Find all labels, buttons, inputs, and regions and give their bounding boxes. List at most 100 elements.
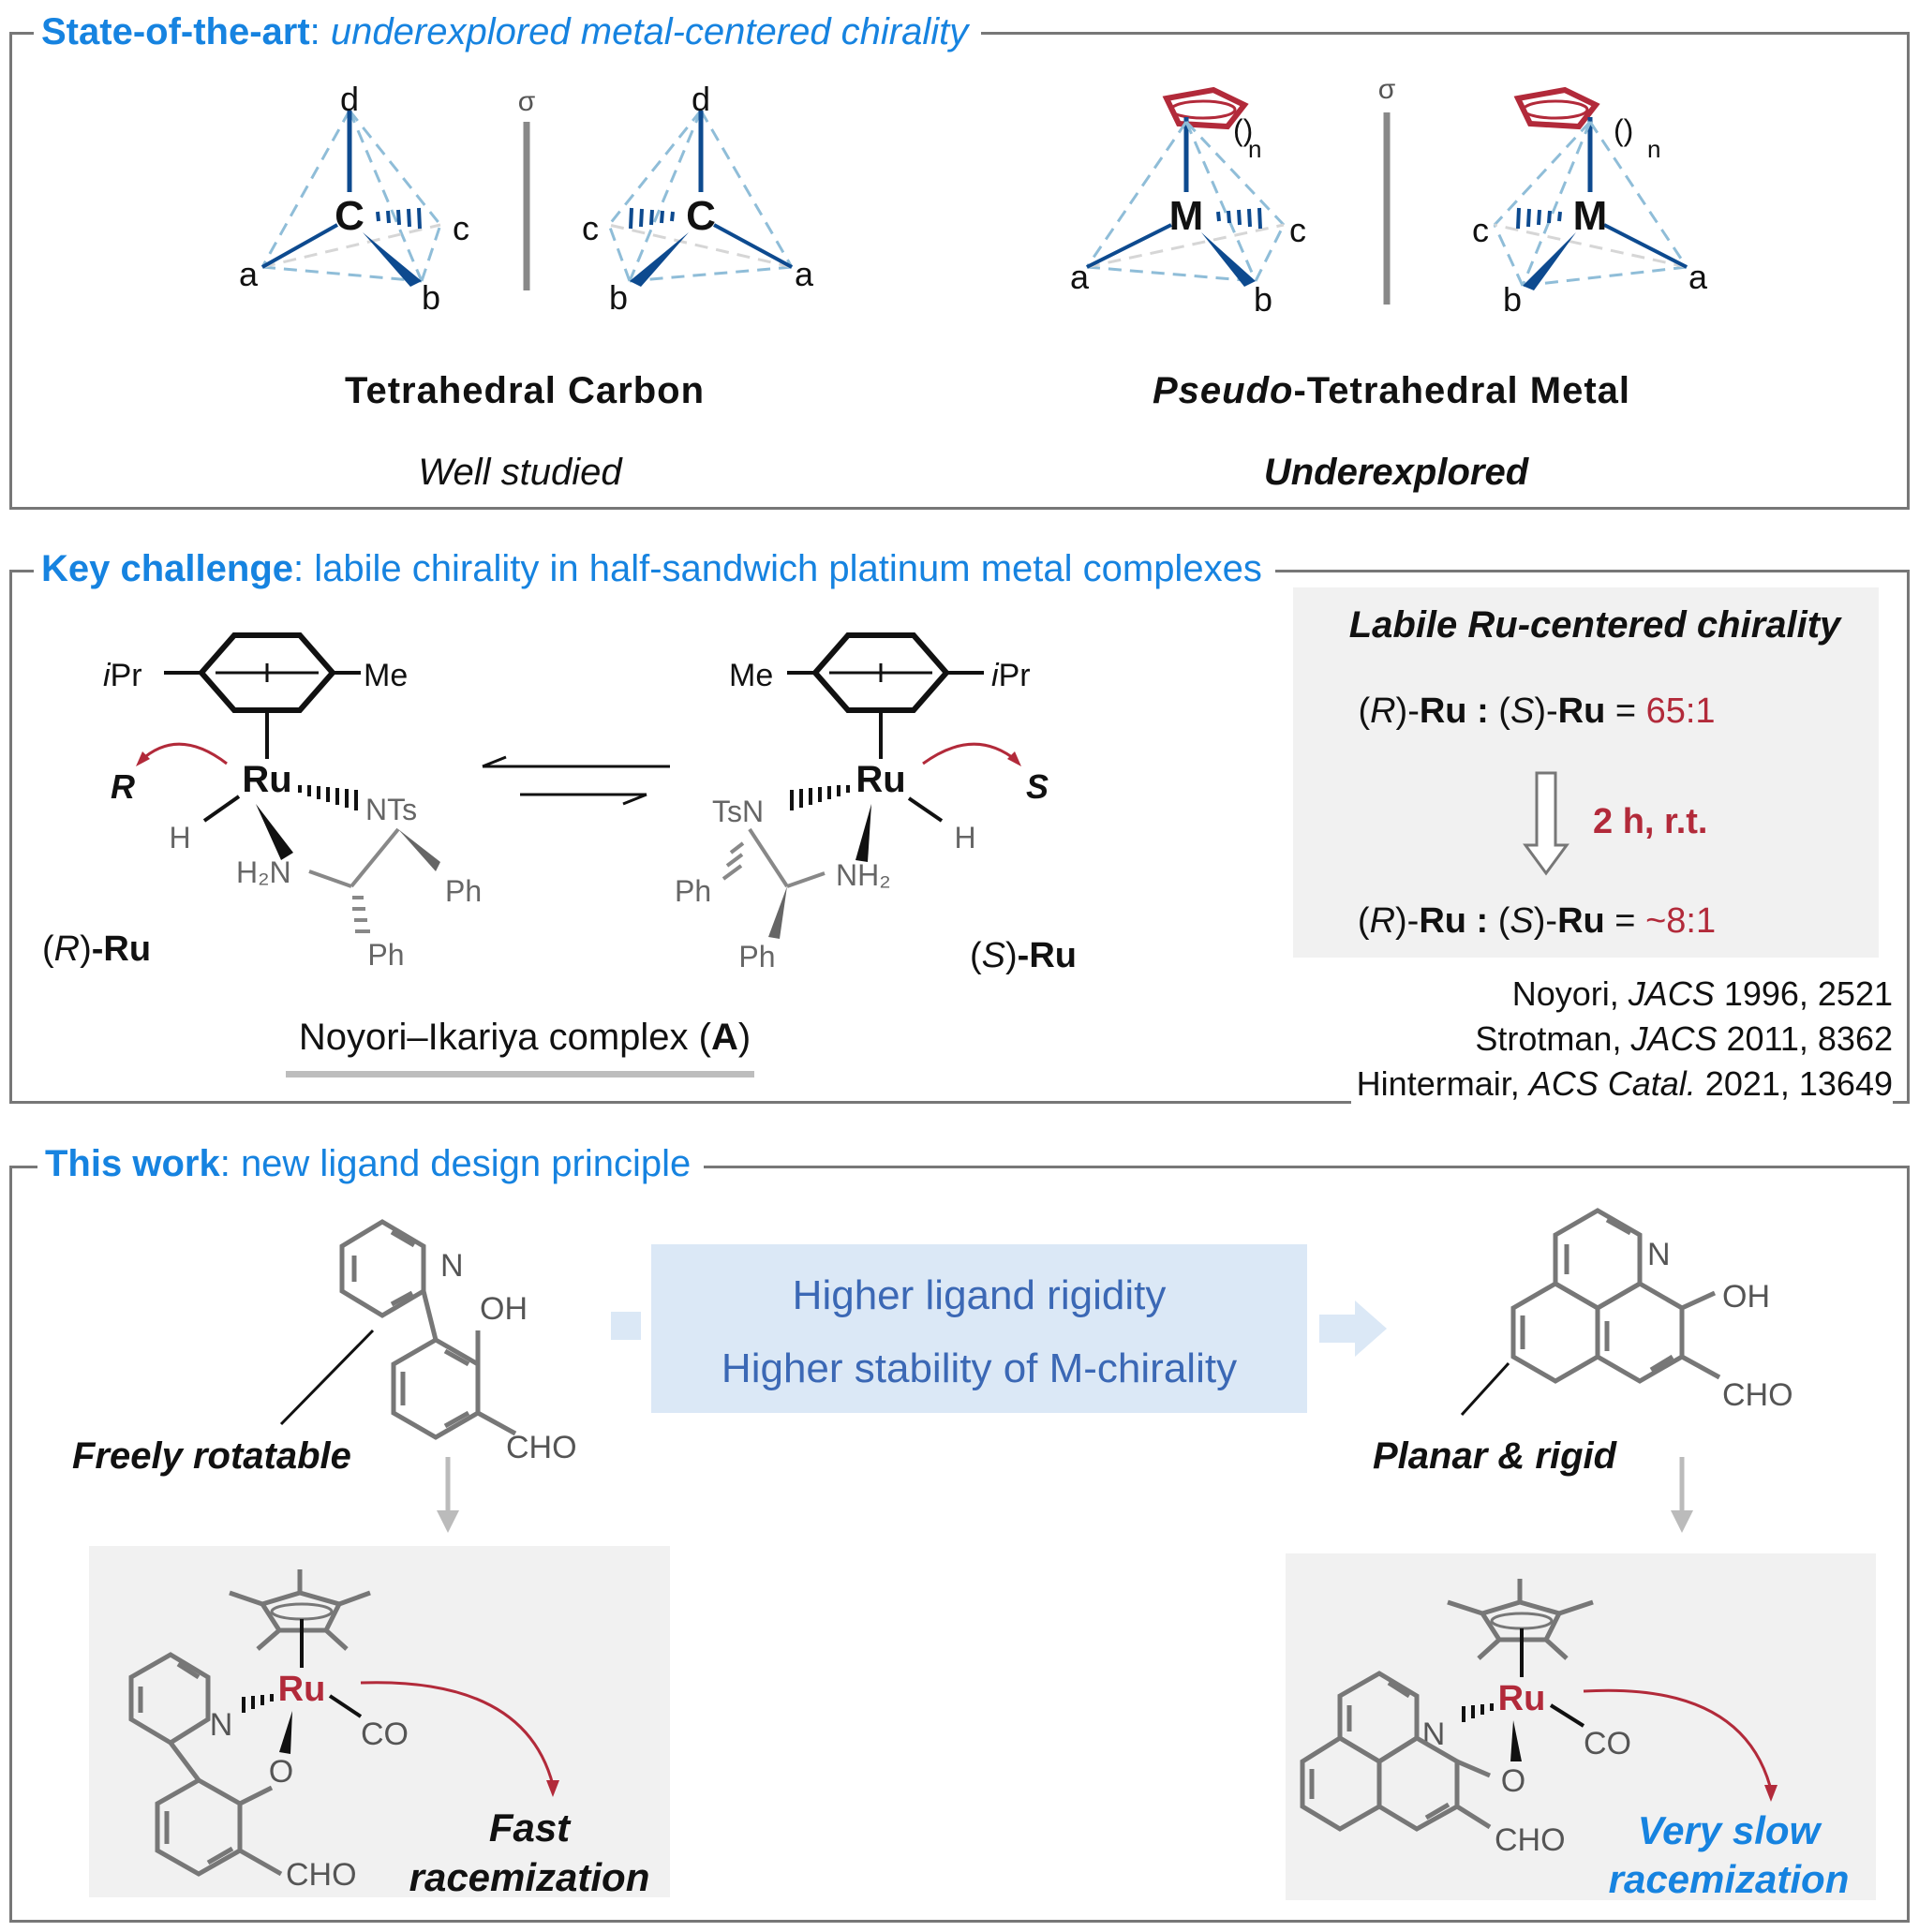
svg-text:d: d (340, 80, 359, 118)
svg-text:n: n (1248, 135, 1261, 163)
svg-text:a: a (239, 255, 259, 293)
svg-text:N: N (440, 1248, 464, 1284)
r-ru-complex: iPr Me Ru NTs H H₂N Ph Ph R (R)-Ru (42, 632, 482, 972)
panel2-title-rest: labile chirality in half-sandwich platin… (314, 548, 1262, 589)
right-note: Underexplored (1263, 452, 1529, 493)
svg-text:Ru: Ru (855, 759, 905, 800)
svg-text:Ph: Ph (738, 940, 775, 973)
carbon-center-left: C (335, 193, 364, 239)
ratio-after: (R)-Ru : (S)-Ru = ~8:1 (1357, 901, 1717, 941)
condition-label: 2 h, r.t. (1593, 802, 1708, 841)
ligand-structures: N OH CHO N OH CHO (279, 1208, 1793, 1533)
pseudo-tetrahedral-metal-left: M () n a b c (1070, 86, 1306, 319)
svg-text:Fast: Fast (489, 1806, 572, 1850)
panel1-title: State-of-the-art: underexplored metal-ce… (34, 11, 982, 53)
right-ligand-planar-rigid (1510, 1208, 1721, 1384)
panel1-title-bold: State-of-the-art (41, 11, 310, 52)
panel2-title: Key challenge: labile chirality in half-… (34, 548, 1275, 590)
panel3-title: This work: new ligand design principle (37, 1143, 705, 1185)
svg-text:σ: σ (1378, 74, 1396, 105)
design-arrow-right (1319, 1300, 1387, 1357)
svg-text:CHO: CHO (1495, 1822, 1566, 1858)
reference-3: Hintermair, ACS Catal. 2021, 13649 (1350, 1064, 1893, 1104)
right-complex-box (1286, 1553, 1876, 1900)
svg-text:H: H (954, 821, 975, 855)
svg-text:Ph: Ph (445, 874, 482, 908)
tetrahedral-carbon-right: C d c b a (582, 80, 814, 317)
panel2-title-bold: Key challenge (41, 548, 294, 589)
svg-text:NH₂: NH₂ (836, 858, 891, 892)
svg-text:Ru: Ru (1498, 1679, 1546, 1718)
left-ligand-freely-rotatable (339, 1219, 517, 1440)
svg-text:c: c (1289, 211, 1306, 249)
svg-text:a: a (795, 255, 814, 293)
design-arrow-left-stub (611, 1312, 641, 1340)
svg-text:(R)-Ru: (R)-Ru (42, 929, 151, 969)
svg-text:O: O (269, 1754, 293, 1790)
svg-text:iPr: iPr (991, 658, 1031, 693)
svg-text:CO: CO (1584, 1726, 1631, 1761)
metal-center-left: M (1169, 193, 1204, 239)
svg-text:Ru: Ru (242, 759, 291, 800)
svg-text:racemization: racemization (1609, 1857, 1850, 1901)
svg-text:CHO: CHO (506, 1430, 577, 1465)
svg-text:(): () (1614, 113, 1633, 147)
svg-text:c: c (453, 209, 469, 247)
svg-text:Ph: Ph (367, 938, 404, 972)
svg-text:H: H (169, 821, 190, 855)
s-ru-complex: Me iPr Ru TsN H NH₂ Ph Ph S (S)-Ru (675, 632, 1077, 975)
tetrahedra-diagram: C d a b c σ C d c b a (239, 74, 1708, 319)
svg-text:S: S (1026, 767, 1049, 806)
svg-text:CO: CO (361, 1717, 409, 1752)
pseudo-tetrahedral-metal-right: M () n c b a (1472, 86, 1708, 319)
noyori-ikariya-complexes: iPr Me Ru NTs H H₂N Ph Ph R (R)-Ru (42, 632, 1077, 975)
left-ru-complex: Ru CO O N CHO (128, 1569, 559, 1893)
svg-text:d: d (692, 80, 710, 118)
svg-text:σ: σ (518, 86, 536, 117)
svg-text:N: N (1647, 1237, 1671, 1272)
equilibrium-arrows (482, 755, 670, 806)
left-ligand-label: Freely rotatable (72, 1435, 351, 1477)
svg-text:O: O (1501, 1763, 1525, 1799)
svg-text:OH: OH (480, 1291, 528, 1327)
left-caption: Tetrahedral Carbon (345, 370, 705, 411)
reference-2: Strotman, JACS 2011, 8362 (1475, 1019, 1893, 1058)
svg-text:c: c (582, 209, 599, 247)
svg-text:OH: OH (1722, 1279, 1770, 1315)
time-arrow (1523, 771, 1569, 876)
svg-text:TsN: TsN (712, 795, 764, 828)
svg-text:(): () (1233, 113, 1253, 147)
svg-text:b: b (1254, 280, 1272, 319)
labile-box-title: Labile Ru-centered chirality (1348, 604, 1841, 646)
svg-text:H₂N: H₂N (236, 855, 291, 889)
svg-text:N: N (210, 1707, 233, 1743)
right-ru-complex: Ru CO O N CHO (1300, 1579, 1778, 1858)
panel3-title-bold: This work (45, 1143, 220, 1184)
right-caption: Pseudo-Tetrahedral Metal (1152, 370, 1631, 411)
svg-text:R: R (111, 767, 135, 806)
tetrahedral-carbon-left: C d a b c (239, 80, 469, 317)
design-line-2: Higher stability of M-chirality (721, 1345, 1238, 1391)
svg-text:racemization: racemization (409, 1855, 650, 1899)
design-principle-box: Higher ligand rigidity Higher stability … (651, 1244, 1307, 1413)
svg-text:Ph: Ph (675, 874, 711, 908)
panel1-title-rest: underexplored metal-centered chirality (330, 11, 969, 52)
labile-chirality-box (1293, 587, 1879, 958)
svg-text:(S)-Ru: (S)-Ru (970, 936, 1077, 975)
design-line-1: Higher ligand rigidity (792, 1272, 1167, 1318)
svg-text:iPr: iPr (103, 658, 142, 693)
svg-text:a: a (1070, 258, 1090, 296)
svg-text:c: c (1472, 211, 1489, 249)
complex-name: Noyori–Ikariya complex (A) (298, 1017, 751, 1058)
carbon-center-right: C (686, 193, 716, 239)
svg-text:CHO: CHO (286, 1857, 357, 1893)
svg-text:Me: Me (364, 658, 408, 693)
ratio-before: (R)-Ru : (S)-Ru = 65:1 (1358, 691, 1716, 731)
metal-center-right: M (1573, 193, 1608, 239)
svg-text:CHO: CHO (1722, 1377, 1793, 1413)
right-ligand-label: Planar & rigid (1373, 1435, 1617, 1477)
svg-text:b: b (1503, 280, 1522, 319)
panel-this-work (9, 1166, 1910, 1923)
svg-text:Ru: Ru (278, 1670, 326, 1709)
left-note: Well studied (418, 452, 622, 493)
